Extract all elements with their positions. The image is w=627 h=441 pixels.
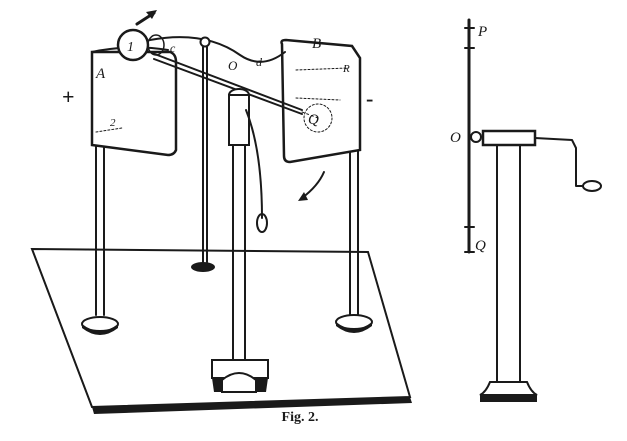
crank-handle <box>534 137 602 192</box>
label-c: c <box>170 41 176 55</box>
figure-caption: Fig. 2. <box>281 410 319 425</box>
lever-rod <box>151 52 319 119</box>
side-view-rod <box>464 18 475 254</box>
pivot-pillar <box>211 88 269 393</box>
left-pillar <box>81 139 119 335</box>
plate-b <box>280 38 362 164</box>
rod-cd <box>149 36 286 63</box>
motion-arrow-head <box>146 10 157 19</box>
label-p: P <box>477 24 487 40</box>
rotation-arrow <box>301 171 325 199</box>
side-view-pillar <box>470 129 538 402</box>
label-one: 1 <box>127 40 134 55</box>
label-r: R <box>342 63 350 75</box>
right-pillar <box>335 129 373 333</box>
sphere-one <box>116 28 165 62</box>
label-a: A <box>95 66 106 82</box>
minus-label: - <box>366 86 373 111</box>
label-b: B <box>312 36 321 52</box>
plate-a <box>90 46 178 157</box>
label-q-left: Q <box>308 112 319 128</box>
pendulum-rod <box>191 36 215 272</box>
rotation-arrow-head <box>298 192 308 201</box>
label-two: 2 <box>110 117 116 129</box>
base-board <box>30 247 412 414</box>
plus-label: + <box>62 84 75 109</box>
label-o-left: O <box>228 58 238 73</box>
label-q-right: Q <box>475 238 486 254</box>
label-o-right: O <box>450 130 461 146</box>
label-d: d <box>256 55 263 69</box>
